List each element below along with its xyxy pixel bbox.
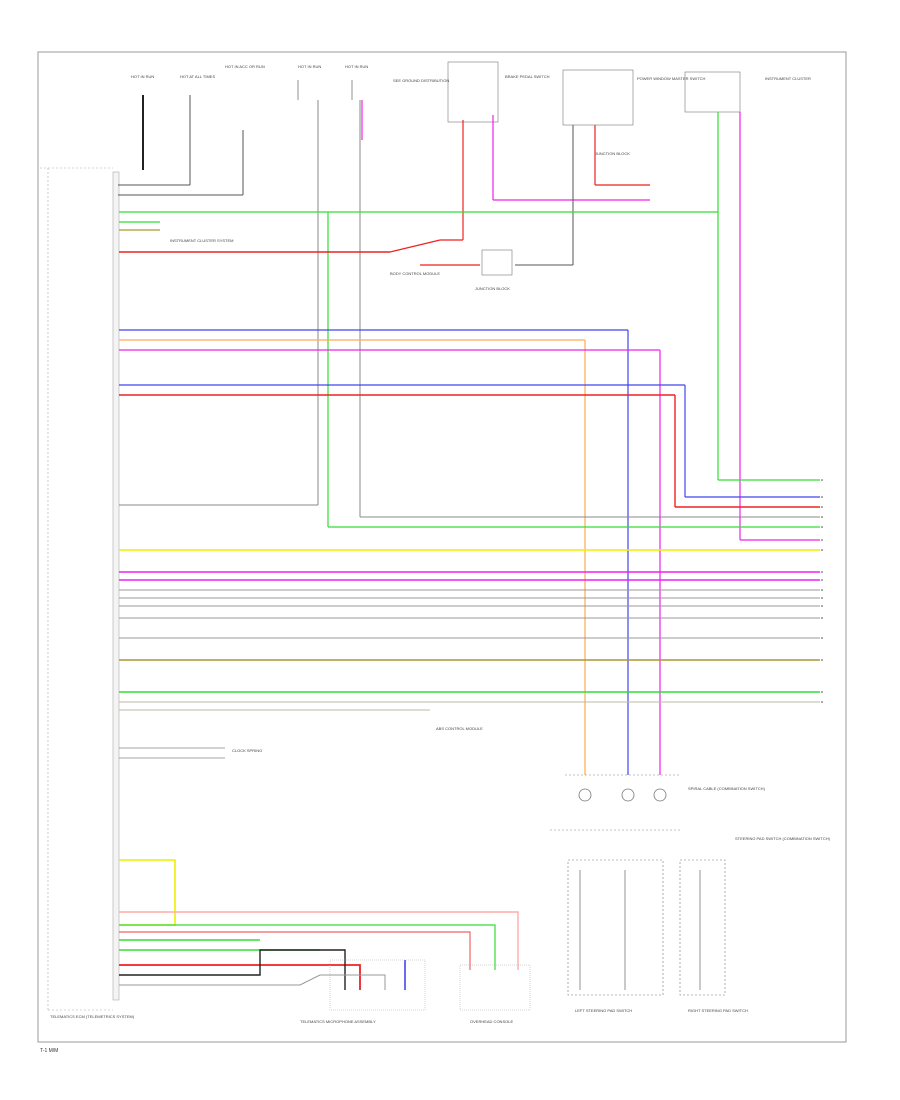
ecu-label: TELEMATICS ECM (TELEMETRICS SYSTEM) (50, 1014, 135, 1019)
yellow-loop-wire (119, 859, 176, 926)
right-terminals (821, 479, 823, 703)
svg-text:RIGHT STEERING PAD SWITCH: RIGHT STEERING PAD SWITCH (688, 1008, 748, 1013)
svg-text:TELEMATICS MICROPHONE ASSEMBLY: TELEMATICS MICROPHONE ASSEMBLY (300, 1019, 376, 1024)
svg-text:JUNCTION BLOCK: JUNCTION BLOCK (475, 286, 510, 291)
svg-text:HOT IN ACC OR RUN: HOT IN ACC OR RUN (225, 64, 265, 69)
svg-text:LEFT STEERING PAD SWITCH: LEFT STEERING PAD SWITCH (575, 1008, 632, 1013)
bottom-wires: TELEMATICS MICROPHONE ASSEMBLY OVERHEAD … (119, 911, 531, 1024)
diagram-border (37, 51, 847, 1043)
svg-text:POWER WINDOW MASTER SWITCH: POWER WINDOW MASTER SWITCH (637, 76, 706, 81)
harness-wires (119, 211, 820, 775)
svg-text:ABS CONTROL MODULE: ABS CONTROL MODULE (436, 726, 483, 731)
svg-text:CLOCK SPRING: CLOCK SPRING (232, 748, 262, 753)
svg-text:STEERING PAD SWITCH (COMBINATI: STEERING PAD SWITCH (COMBINATION SWITCH) (735, 836, 831, 841)
svg-text:INSTRUMENT CLUSTER: INSTRUMENT CLUSTER (765, 76, 811, 81)
footer-code: T-1 M/M (40, 1048, 58, 1054)
svg-text:SPIRAL CABLE (COMBINATION SWIT: SPIRAL CABLE (COMBINATION SWITCH) (688, 786, 766, 791)
svg-text:HOT IN RUN: HOT IN RUN (298, 64, 321, 69)
svg-text:HOT IN RUN: HOT IN RUN (131, 74, 154, 79)
svg-text:HOT IN RUN: HOT IN RUN (345, 64, 368, 69)
top-components: HOT IN RUN HOT AT ALL TIMES HOT IN ACC O… (118, 61, 811, 196)
svg-text:OVERHEAD CONSOLE: OVERHEAD CONSOLE (470, 1019, 513, 1024)
svg-text:SEE GROUND DISTRIBUTION: SEE GROUND DISTRIBUTION (393, 78, 449, 83)
spiral-cable: SPIRAL CABLE (COMBINATION SWITCH) (550, 774, 766, 831)
svg-text:HOT AT ALL TIMES: HOT AT ALL TIMES (180, 74, 215, 79)
lower-left-stubs: CLOCK SPRING (119, 747, 262, 759)
mid-labels: INSTRUMENT CLUSTER SYSTEM BODY CONTROL M… (170, 238, 510, 731)
ecu-connector (40, 167, 120, 1011)
svg-text:BRAKE PEDAL SWITCH: BRAKE PEDAL SWITCH (505, 74, 550, 79)
steering-pad-switch: LEFT STEERING PAD SWITCH RIGHT STEERING … (567, 836, 831, 1013)
svg-text:BODY CONTROL MODULE: BODY CONTROL MODULE (390, 271, 440, 276)
top-feeders (317, 100, 741, 540)
svg-text:JUNCTION BLOCK: JUNCTION BLOCK (595, 151, 630, 156)
svg-text:INSTRUMENT CLUSTER SYSTEM: INSTRUMENT CLUSTER SYSTEM (170, 238, 234, 243)
